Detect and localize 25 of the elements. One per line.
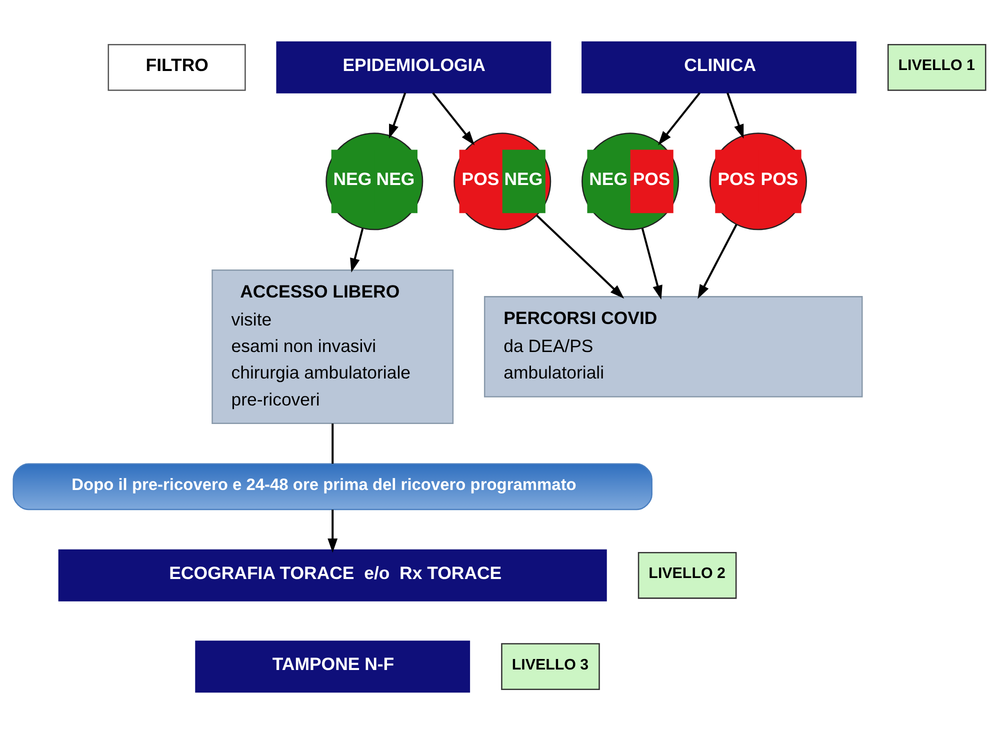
arrow xyxy=(641,228,662,300)
arrow xyxy=(658,92,701,145)
node-circle: NEG NEG xyxy=(326,132,424,230)
node-box: LIVELLO 2 xyxy=(638,551,737,598)
arrow xyxy=(432,92,475,145)
node-box: FILTRO xyxy=(108,43,246,90)
node-box: PERCORSI COVID da DEA/PS ambulatoriali xyxy=(484,296,863,397)
node-box: LIVELLO 1 xyxy=(887,43,986,90)
node-box: ECOGRAFIA TORACE e/o Rx TORACE xyxy=(58,548,607,601)
node-box: TAMPONE N-F xyxy=(195,640,470,692)
node-box: ACCESSO LIBERO visite esami non invasivi chirurgia ambulatoriale pre-ricoveri xyxy=(212,268,454,424)
arrow xyxy=(389,92,406,138)
node-box: Dopo il pre-ricovero e 24-48 ore prima del ricovero programmato xyxy=(12,462,652,510)
connector xyxy=(332,423,334,464)
node-circle: POS POS xyxy=(709,132,808,230)
node-box: LIVELLO 3 xyxy=(501,642,600,690)
arrow xyxy=(726,92,744,138)
arrow xyxy=(698,224,738,298)
arrow xyxy=(328,509,338,552)
node-circle: POS NEG xyxy=(454,132,552,230)
node-box: CLINICA xyxy=(582,40,856,93)
arrow xyxy=(536,214,624,298)
node-box: EPIDEMIOLOGIA xyxy=(276,40,552,93)
node-circle: NEG POS xyxy=(582,132,680,230)
arrow xyxy=(350,228,364,272)
